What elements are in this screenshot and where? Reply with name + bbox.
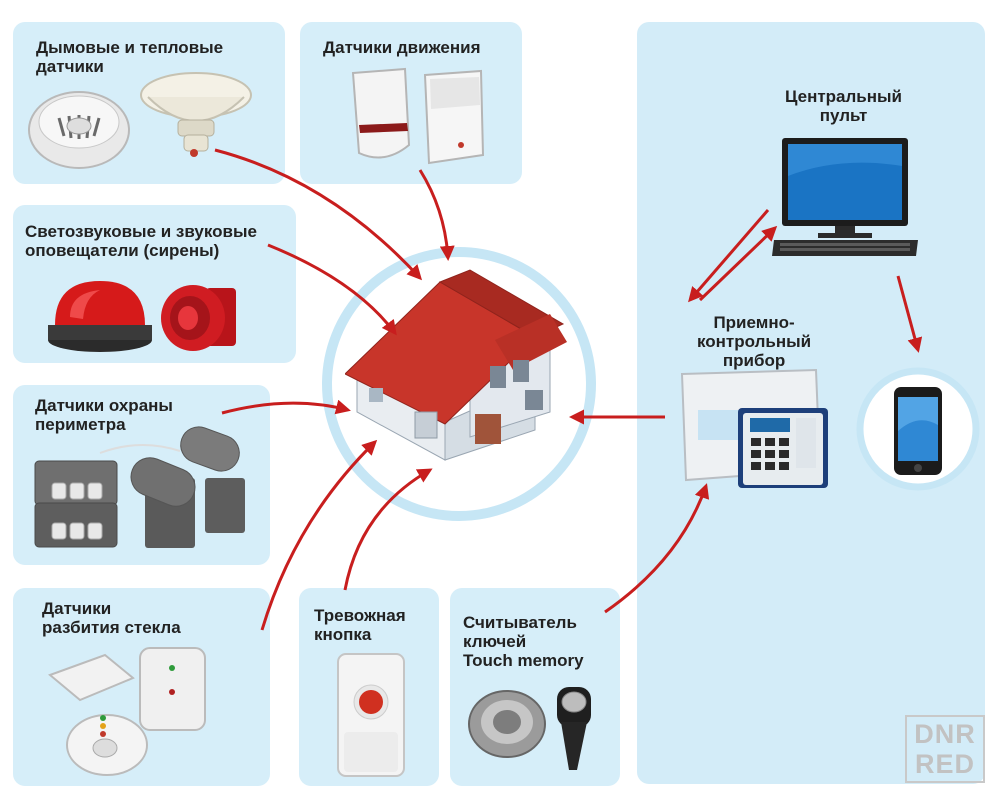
strobe-light-icon [48,281,152,352]
panic-button-icon [337,653,405,777]
arrow-siren-to-house [267,243,397,336]
arrow-perimeter-to-house [221,399,351,415]
computer-console-icon [772,138,918,256]
arrow-panic-to-house [343,468,433,591]
mobile-phone-icon [894,387,942,475]
glass-break-sensor-icon [48,647,206,776]
touch-memory-reader-icon [468,687,591,770]
heat-detector-icon [140,72,252,157]
card-motion-sensors [300,22,522,184]
motion-sensor-icon [351,67,485,165]
arrow-console-to-panel [688,209,770,303]
arrow-smoke-to-house [214,148,423,281]
label-motion-sensors: Датчики движения [323,38,481,57]
siren-horn-icon [161,285,236,351]
arrow-motion-to-house [418,169,455,261]
arrow-console-to-phone [896,275,923,353]
control-panel-device-icon [680,368,828,488]
arrow-panel-to-console [698,225,778,302]
arrow-keyreader-to-panel [604,483,710,614]
house-icon [345,269,567,461]
smoke-detector-icon [28,91,130,169]
card-key-reader [450,588,620,786]
arrow-glassbreak-to-house [260,439,378,631]
perimeter-sensor-icon [34,426,245,548]
